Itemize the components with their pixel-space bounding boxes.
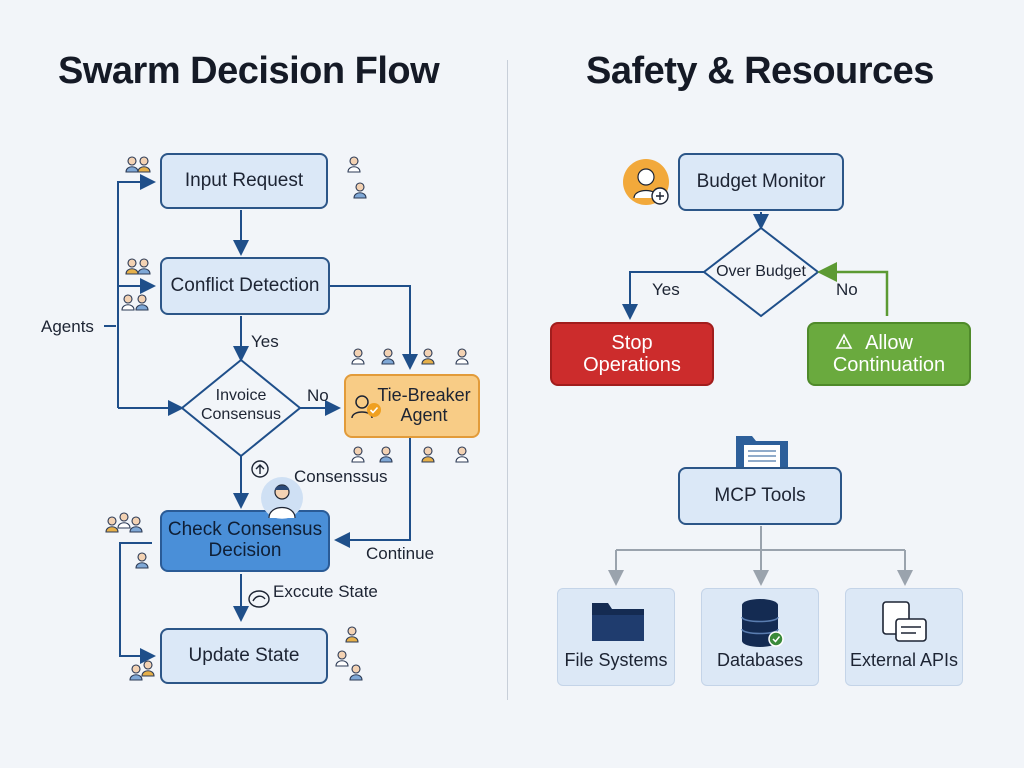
no-label-right: No — [836, 280, 858, 299]
consensus-label: Consenssus — [294, 467, 388, 486]
folder-icon — [592, 603, 644, 641]
allow-continuation-label: Allow Continuation — [832, 332, 946, 376]
mcp-folder-icon — [736, 436, 788, 474]
budget-monitor-box[interactable]: Budget Monitor — [678, 153, 844, 211]
mcp-tools-box[interactable]: MCP Tools — [678, 467, 842, 525]
resource-card-file-systems[interactable]: File Systems — [557, 588, 675, 686]
check-consensus-decision-box[interactable]: Check Consensus Decision — [160, 510, 330, 572]
arrow-yes-to-stop — [622, 271, 704, 320]
execute-state-label: Exccute State — [273, 582, 378, 601]
warning-icon — [835, 333, 853, 349]
invoke-consensus-label: Invoice Consensus — [200, 387, 282, 424]
resource-label: Databases — [716, 650, 804, 670]
agents-label: Agents — [41, 317, 94, 336]
right-title: Safety & Resources — [586, 50, 934, 92]
section-divider — [507, 60, 508, 700]
input-request-box[interactable]: Input Request — [160, 153, 328, 209]
arrow-no-to-allow — [817, 262, 889, 316]
database-icon — [741, 599, 784, 647]
no-label-left: No — [307, 386, 329, 405]
resource-label: External APIs — [849, 650, 959, 670]
conflict-detection-box[interactable]: Conflict Detection — [160, 257, 330, 315]
continue-label: Continue — [366, 544, 435, 563]
execute-cycle-icon — [248, 590, 270, 608]
resource-card-databases[interactable]: Databases — [701, 588, 819, 686]
stop-operations-box[interactable]: Stop Operations — [550, 322, 714, 386]
yes-label-left: Yes — [251, 332, 279, 351]
arrow-continue — [334, 438, 411, 548]
left-title: Swarm Decision Flow — [58, 50, 440, 92]
arrow-conflict-to-tiebreaker — [330, 285, 418, 370]
allow-continuation-box[interactable]: Allow Continuation — [807, 322, 971, 386]
lower-loop-line — [119, 542, 156, 664]
resource-label: File Systems — [564, 650, 668, 670]
api-documents-icon — [882, 601, 927, 642]
agents-loop-line — [117, 174, 156, 408]
consensus-cycle-icon — [251, 460, 269, 478]
tie-breaker-label: Tie-Breaker Agent — [377, 385, 471, 425]
budget-monitor-agent-icon — [623, 159, 669, 205]
over-budget-diamond — [702, 226, 820, 318]
over-budget-label: Over Budget — [716, 263, 806, 280]
consensus-agent-avatar — [261, 477, 303, 519]
yes-label-right: Yes — [652, 280, 680, 299]
update-state-box[interactable]: Update State — [160, 628, 328, 684]
invoke-consensus-diamond — [180, 358, 302, 458]
resource-card-external-apis[interactable]: External APIs — [845, 588, 963, 686]
tie-breaker-person-icon — [351, 395, 381, 419]
